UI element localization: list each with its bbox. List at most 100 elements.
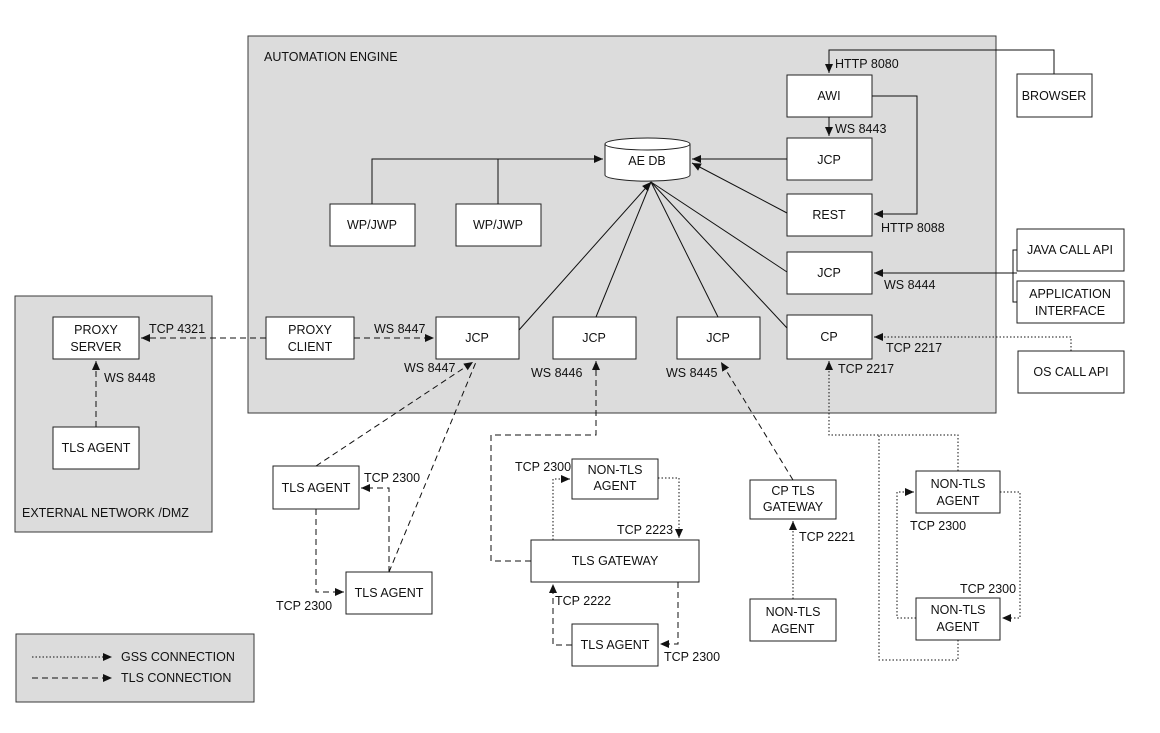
jcp-b-node: JCP <box>552 316 637 360</box>
port-tcp-2300-c: TCP 2300 <box>515 460 571 474</box>
tls-connections <box>92 334 794 648</box>
port-tcp-2223: TCP 2223 <box>617 523 673 537</box>
port-http-8080: HTTP 8080 <box>835 57 899 71</box>
proxy-client-label-2: CLIENT <box>288 340 333 354</box>
awi-to-rest-edge <box>872 95 918 218</box>
non-tls-agent-4-label-1: NON-TLS <box>931 603 986 617</box>
non-tls-1-to-gateway-edge <box>658 477 683 538</box>
jcp-mid-to-db-edge <box>650 181 788 273</box>
proxy-server-label-2: SERVER <box>70 340 121 354</box>
proxy-client-node: PROXY CLIENT <box>265 316 355 360</box>
port-tcp-2300-a: TCP 2300 <box>364 471 420 485</box>
legend: GSS CONNECTION TLS CONNECTION <box>15 633 255 703</box>
cp-to-db-edge <box>650 181 788 329</box>
cp-tls-gateway-label-1: CP TLS <box>771 484 814 498</box>
tls-gateway-to-jcp-b-edge <box>490 361 600 562</box>
non-tls-4-to-cp-edge <box>878 435 959 661</box>
jcp-c-node: JCP <box>676 316 761 360</box>
gss-connections <box>552 333 1072 661</box>
port-tcp-2217-a: TCP 2217 <box>886 341 942 355</box>
non-tls-agent-3-label-1: NON-TLS <box>931 477 986 491</box>
browser-to-awi-edge <box>825 49 1055 74</box>
java-call-api-label: JAVA CALL API <box>1027 243 1113 257</box>
application-interface-label-1: APPLICATION <box>1029 287 1111 301</box>
non-tls-agent-2-node: NON-TLS AGENT <box>749 598 837 642</box>
non-tls-agent-4-node: NON-TLS AGENT <box>915 597 1001 641</box>
port-ws-8446: WS 8446 <box>531 366 582 380</box>
gateway-to-non-tls-1-edge <box>552 475 570 540</box>
java-call-api-node: JAVA CALL API <box>1016 228 1125 272</box>
jcp-top-label: JCP <box>817 153 841 167</box>
cp-tls-gateway-node: CP TLS GATEWAY <box>749 479 837 520</box>
non-tls-agent-1-node: NON-TLS AGENT <box>571 458 659 500</box>
port-ws-8445: WS 8445 <box>666 366 717 380</box>
non-tls-agent-1-label-1: NON-TLS <box>588 463 643 477</box>
port-tcp-2300-b: TCP 2300 <box>276 599 332 613</box>
tls-agent-2-to-jcp-edge <box>388 361 477 573</box>
os-call-api-label: OS CALL API <box>1033 365 1108 379</box>
tls-agent-1-node: TLS AGENT <box>272 465 360 510</box>
wp-jwp-1-node: WP/JWP <box>329 203 416 247</box>
non-tls-agent-1-label-2: AGENT <box>593 479 636 493</box>
tls-agent-1-label: TLS AGENT <box>282 481 351 495</box>
jcp-mid-node: JCP <box>786 251 873 295</box>
jcp-a-label: JCP <box>465 331 489 345</box>
tls-agent-3-node: TLS AGENT <box>571 623 659 667</box>
os-api-to-cp-edge <box>874 333 1072 351</box>
automation-engine-label: AUTOMATION ENGINE <box>264 50 398 64</box>
port-tcp-2300-d: TCP 2300 <box>664 650 720 664</box>
port-http-8088: HTTP 8088 <box>881 221 945 235</box>
tls-agent-2-to-agent-1-edge <box>361 484 390 572</box>
cp-node: CP <box>786 314 873 360</box>
cp-label: CP <box>820 330 837 344</box>
application-interface-node: APPLICATION INTERFACE <box>1016 280 1125 324</box>
tls-gateway-label: TLS GATEWAY <box>572 554 659 568</box>
non-tls-agent-2-label-2: AGENT <box>771 622 814 636</box>
awi-label: AWI <box>817 89 840 103</box>
jcp-b-to-db-edge <box>595 181 652 318</box>
jcp-mid-label: JCP <box>817 266 841 280</box>
jcp-top-node: JCP <box>786 137 873 181</box>
port-tcp-4321: TCP 4321 <box>149 322 205 336</box>
legend-tls-label: TLS CONNECTION <box>121 671 231 685</box>
solid-connections <box>371 49 1055 331</box>
jcp-c-label: JCP <box>706 331 730 345</box>
tls-agent-3-label: TLS AGENT <box>581 638 650 652</box>
proxy-client-label-1: PROXY <box>288 323 332 337</box>
non-tls-4-to-3-edge <box>896 488 916 619</box>
cp-tls-gateway-label-2: GATEWAY <box>763 500 824 514</box>
non-tls-agent-2-label-1: NON-TLS <box>766 605 821 619</box>
tls-agent-2-node: TLS AGENT <box>345 571 433 615</box>
non-tls-agent-3-label-2: AGENT <box>936 494 979 508</box>
jcp-a-node: JCP <box>435 316 520 360</box>
port-tcp-2300-e: TCP 2300 <box>910 519 966 533</box>
port-ws-8448: WS 8448 <box>104 371 155 385</box>
non-tls-agent-3-node: NON-TLS AGENT <box>915 470 1001 514</box>
ae-db-node: AE DB <box>604 137 691 182</box>
legend-gss-label: GSS CONNECTION <box>121 650 235 664</box>
ae-db-label: AE DB <box>628 154 666 168</box>
port-tcp-2300-f: TCP 2300 <box>960 582 1016 596</box>
rest-to-db-edge <box>691 162 788 214</box>
wp-jwp-2-node: WP/JWP <box>455 203 542 247</box>
tls-agent-2-label: TLS AGENT <box>355 586 424 600</box>
cp-tls-gateway-to-jcp-c-edge <box>720 361 794 481</box>
external-network-label: EXTERNAL NETWORK /DMZ <box>22 506 189 520</box>
browser-label: BROWSER <box>1022 89 1087 103</box>
port-tcp-2222: TCP 2222 <box>555 594 611 608</box>
tls-gateway-node: TLS GATEWAY <box>530 539 700 583</box>
port-tcp-2221: TCP 2221 <box>799 530 855 544</box>
rest-node: REST <box>786 193 873 237</box>
tls-agent-1-to-agent-2-edge <box>315 509 344 596</box>
jcp-b-label: JCP <box>582 331 606 345</box>
port-labels: HTTP 8080 WS 8443 HTTP 8088 WS 8444 TCP … <box>104 57 1016 664</box>
proxy-server-label-1: PROXY <box>74 323 118 337</box>
jcp-c-to-db-edge <box>650 181 719 318</box>
tls-gateway-to-agent-3-edge <box>660 582 679 648</box>
proxy-server-node: PROXY SERVER <box>52 316 140 360</box>
non-tls-3-to-4-edge <box>1000 491 1021 622</box>
application-interface-label-2: INTERFACE <box>1035 304 1105 318</box>
port-ws-8443: WS 8443 <box>835 122 886 136</box>
tls-agent-dmz-node: TLS AGENT <box>52 426 140 470</box>
